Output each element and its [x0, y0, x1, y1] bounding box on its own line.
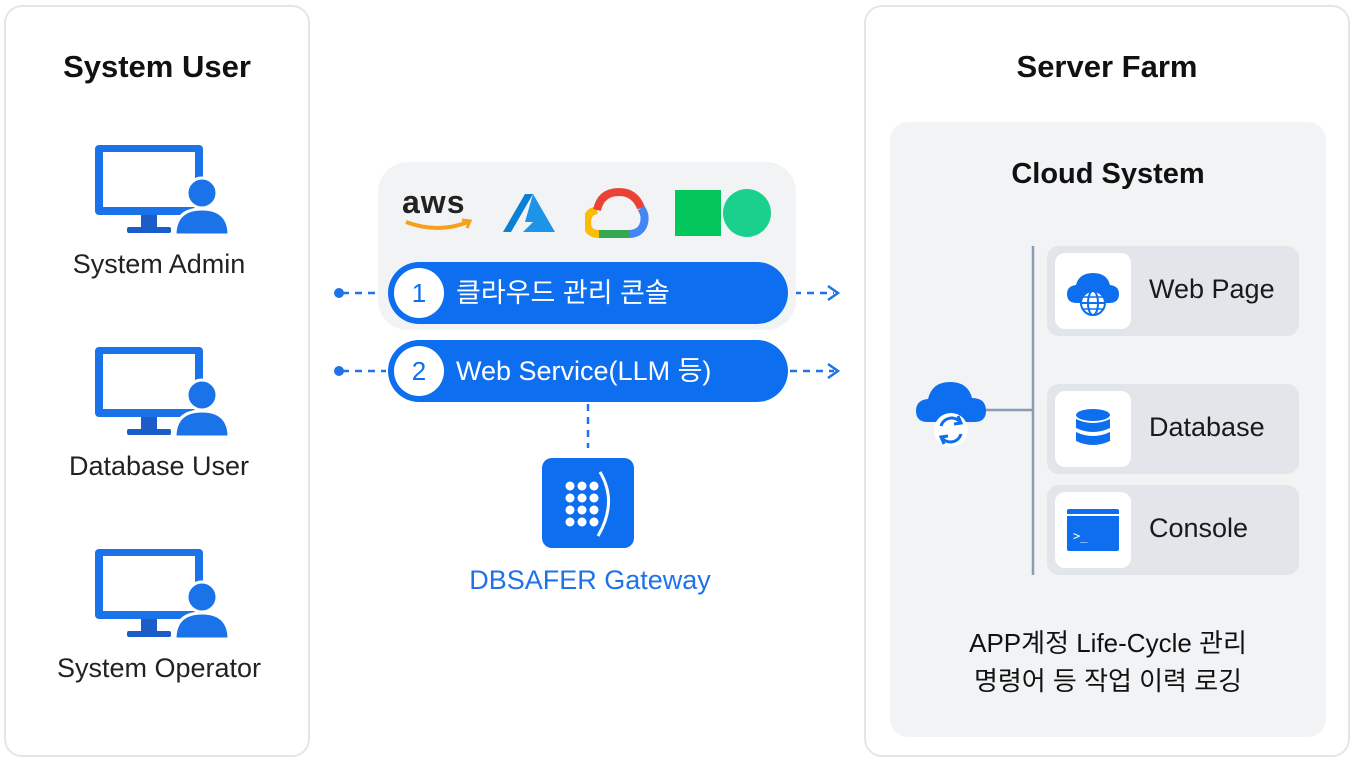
- service-console: >_ Console: [1047, 485, 1299, 575]
- service-label: Database: [1149, 412, 1265, 442]
- user-monitor-icon: [95, 549, 229, 641]
- dbsafer-gateway-icon: [542, 458, 634, 548]
- user-label: System Admin: [72, 249, 246, 279]
- google-cloud-logo-icon: [585, 188, 649, 238]
- service-icon-tile: >_: [1055, 492, 1131, 568]
- cloud-system-title: Cloud System: [1011, 158, 1205, 190]
- flow-web-service-button[interactable]: 2 Web Service(LLM 등): [388, 340, 788, 402]
- web-cloud-globe-icon: [1067, 273, 1119, 316]
- cloud-sync-icon: [916, 382, 986, 447]
- cloud-note-line-1: APP계정 Life-Cycle 관리: [969, 628, 1247, 658]
- step-number-badge: 1: [394, 268, 444, 318]
- user-label: Database User: [68, 451, 250, 481]
- flow-label: 클라우드 관리 콘솔: [456, 278, 670, 308]
- cloud-note-line-2: 명령어 등 작업 이력 로깅: [973, 666, 1243, 696]
- user-label: System Operator: [56, 653, 262, 683]
- service-label: Web Page: [1149, 274, 1275, 304]
- aws-logo-text: aws: [402, 184, 466, 220]
- gateway-label: DBSAFER Gateway: [469, 565, 711, 595]
- user-system-operator: System Operator: [6, 547, 312, 684]
- server-farm-title: Server Farm: [1016, 49, 1198, 84]
- user-monitor-icon: [95, 145, 229, 237]
- azure-logo-icon: [503, 194, 555, 232]
- flow-label: Web Service(LLM 등): [456, 356, 712, 386]
- service-icon-tile: [1055, 253, 1131, 329]
- cloud-note: APP계정 Life-Cycle 관리 명령어 등 작업 이력 로깅: [890, 624, 1326, 700]
- system-user-title: System User: [63, 49, 251, 84]
- service-label: Console: [1149, 513, 1249, 543]
- flow-cloud-console-button[interactable]: 1 클라우드 관리 콘솔: [388, 262, 788, 324]
- service-icon-tile: [1055, 391, 1131, 467]
- service-web-page: Web Page: [1047, 246, 1299, 336]
- terminal-console-icon: >_: [1067, 509, 1119, 551]
- user-database-user: Database User: [6, 345, 312, 482]
- aws-logo: aws: [402, 186, 478, 238]
- database-icon: [1076, 409, 1110, 445]
- svg-text:>_: >_: [1073, 529, 1088, 543]
- system-user-panel: System User System Admin Database User: [4, 5, 310, 757]
- user-system-admin: System Admin: [6, 143, 312, 280]
- service-database: Database: [1047, 384, 1299, 474]
- ncloud-logo-icon: [675, 189, 771, 237]
- user-monitor-icon: [95, 347, 229, 439]
- step-number-badge: 2: [394, 346, 444, 396]
